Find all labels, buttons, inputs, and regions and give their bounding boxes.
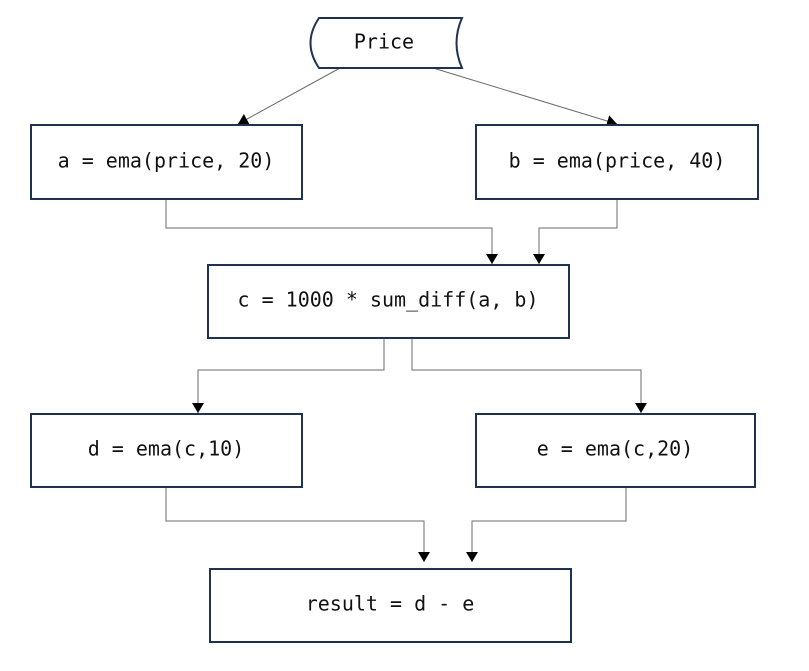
node-c: c = 1000 * sum_diff(a, b) bbox=[207, 264, 570, 339]
edge-b-to-c bbox=[533, 200, 618, 264]
connectors bbox=[165, 67, 647, 562]
node-d-label: d = ema(c,10) bbox=[88, 437, 245, 461]
node-b-label: b = ema(price, 40) bbox=[509, 149, 726, 173]
edge-a-to-c bbox=[165, 200, 498, 264]
price-shape bbox=[309, 17, 464, 69]
node-e-label: e = ema(c,20) bbox=[537, 437, 694, 461]
node-b-box bbox=[475, 124, 759, 200]
node-result-box bbox=[209, 568, 572, 643]
edge-price-to-a bbox=[237, 67, 341, 125]
price-label: Price bbox=[354, 30, 414, 54]
edge-e-to-result bbox=[466, 488, 627, 562]
node-c-label: c = 1000 * sum_diff(a, b) bbox=[237, 288, 538, 312]
node-result-label: result = d - e bbox=[306, 592, 475, 616]
edge-c-to-d bbox=[192, 339, 385, 413]
edge-d-to-result bbox=[165, 488, 430, 562]
node-c-box bbox=[207, 264, 570, 339]
node-price: Price bbox=[309, 17, 464, 69]
node-d-box bbox=[30, 413, 303, 488]
node-e: e = ema(c,20) bbox=[475, 413, 756, 488]
node-b: b = ema(price, 40) bbox=[475, 124, 759, 200]
edge-price-to-b bbox=[432, 67, 618, 127]
node-a-box bbox=[30, 124, 303, 200]
node-result: result = d - e bbox=[209, 568, 572, 643]
edge-c-to-e bbox=[411, 339, 647, 413]
node-a-label: a = ema(price, 20) bbox=[58, 149, 275, 173]
node-d: d = ema(c,10) bbox=[30, 413, 303, 488]
node-e-box bbox=[475, 413, 756, 488]
node-a: a = ema(price, 20) bbox=[30, 124, 303, 200]
